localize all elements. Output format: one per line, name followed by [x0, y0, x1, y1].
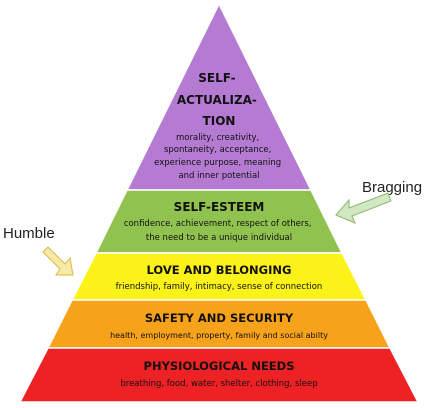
tier-physiological-needs: PHYSIOLOGICAL NEEDS breathing, food, wat…	[18, 347, 420, 403]
tier-title-line: TION	[203, 114, 236, 128]
tier-physiological-needs-shape	[18, 347, 420, 403]
bragging-arrow-icon	[335, 192, 392, 224]
tier-self-esteem-description: confidence, achievement, respect of othe…	[124, 219, 314, 243]
humble-annotation: Humble	[3, 225, 74, 276]
humble-arrow-icon	[42, 246, 74, 276]
tier-love-and-belonging-title: LOVE AND BELONGING	[147, 263, 292, 277]
bragging-label: Bragging	[362, 179, 422, 196]
tier-physiological-needs-description: breathing, food, water, shelter, clothin…	[120, 379, 317, 389]
tier-love-and-belonging: LOVE AND BELONGING friendship, family, i…	[70, 252, 368, 301]
tier-desc-line: and inner potential	[178, 171, 259, 181]
tier-desc-line: the need to be a unique individual	[146, 233, 292, 243]
tier-love-and-belonging-description: friendship, family, intimacy, sense of c…	[116, 282, 323, 292]
tier-self-actualization-description: morality, creativity, spontaneity, accep…	[154, 133, 284, 181]
tier-title-line: SELF-	[198, 71, 235, 85]
tier-self-actualization-title: SELF- ACTUALIZA- TION	[177, 71, 261, 128]
tier-desc-line: morality, creativity,	[176, 133, 259, 143]
tier-self-esteem-title: SELF-ESTEEM	[174, 200, 265, 214]
tier-self-esteem: SELF-ESTEEM confidence, achievement, res…	[94, 189, 344, 254]
tier-safety-and-security-title: SAFETY AND SECURITY	[145, 311, 294, 325]
tier-safety-and-security: SAFETY AND SECURITY health, employment, …	[46, 299, 392, 349]
tier-self-actualization: SELF- ACTUALIZA- TION morality, creativi…	[125, 2, 313, 191]
tier-desc-line: experience purpose, meaning	[154, 158, 281, 168]
tier-safety-and-security-description: health, employment, property, family and…	[110, 331, 328, 340]
bragging-annotation: Bragging	[335, 179, 422, 224]
tier-desc-line: spontaneity, acceptance,	[164, 145, 271, 155]
tier-physiological-needs-title: PHYSIOLOGICAL NEEDS	[144, 359, 295, 373]
tier-title-line: ACTUALIZA-	[177, 93, 257, 107]
tier-desc-line: confidence, achievement, respect of othe…	[124, 219, 312, 229]
humble-label: Humble	[3, 225, 55, 242]
